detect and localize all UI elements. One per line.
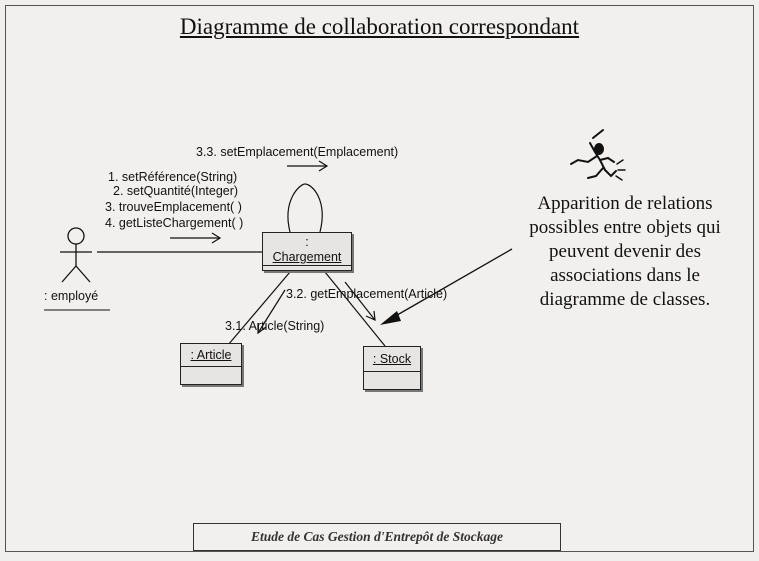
- message-arrow-to-chargement: [170, 232, 222, 244]
- link-chargement-article: [227, 271, 291, 346]
- note-pointer-arrow: [380, 248, 513, 325]
- link-chargement-stock: [324, 271, 386, 347]
- message-4: 4. getListeChargement( ): [105, 216, 244, 230]
- object-chargement-name: Chargement: [263, 249, 351, 266]
- object-stock-name: : Stock: [372, 352, 412, 366]
- message-arrow-to-article: [257, 289, 286, 335]
- message-2: 2. setQuantité(Integer): [113, 184, 239, 198]
- message-arrow-to-stock: [344, 281, 376, 321]
- actor-label: : employé: [44, 289, 99, 303]
- message-1: 1. setRéférence(String): [108, 170, 238, 184]
- message-3: 3. trouveEmplacement( ): [105, 200, 242, 214]
- actor-icon: [60, 227, 92, 283]
- explanatory-note: Apparition de relations possibles entre …: [529, 193, 721, 310]
- object-chargement[interactable]: : Chargement: [262, 232, 352, 271]
- message-self: 3.3. setEmplacement(Emplacement): [196, 145, 399, 159]
- self-link-loop: [287, 183, 323, 233]
- footer-caption: Etude de Cas Gestion d'Entrepôt de Stock…: [193, 523, 561, 551]
- diagram-frame: [5, 5, 754, 552]
- object-stock[interactable]: : Stock: [363, 346, 421, 390]
- diagram-title: Diagramme de collaboration correspondant: [179, 14, 580, 39]
- object-article[interactable]: : Article: [180, 343, 242, 385]
- object-article-name: : Article: [190, 348, 232, 362]
- running-figure-icon: [570, 129, 626, 181]
- message-arrow-self: [287, 160, 329, 172]
- object-chargement-prefix: :: [305, 235, 309, 249]
- message-to-article: 3.1. Article(String): [225, 319, 325, 333]
- message-to-stock: 3.2. getEmplacement(Article): [286, 287, 448, 301]
